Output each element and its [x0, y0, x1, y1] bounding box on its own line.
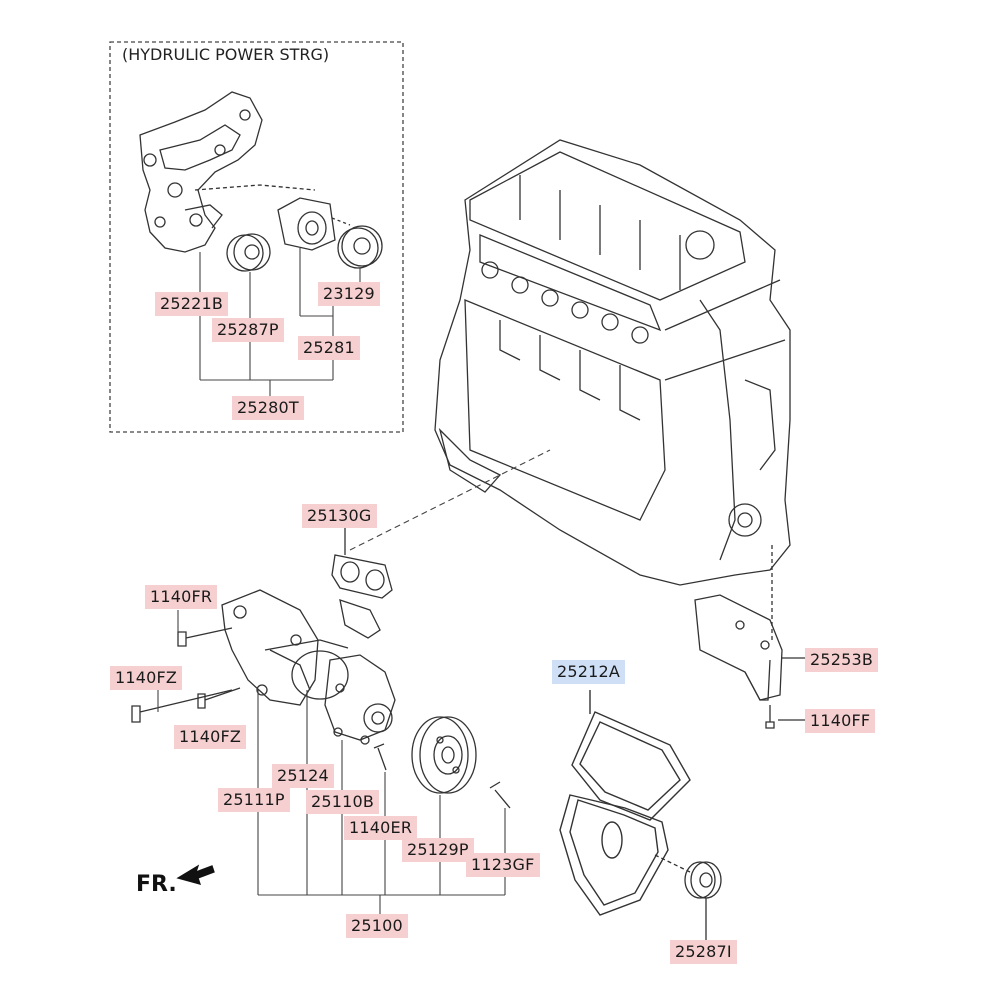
part-label-25253B[interactable]: 25253B	[805, 648, 879, 672]
inset-box	[109, 41, 404, 433]
part-label-25287P[interactable]: 25287P	[212, 318, 284, 342]
idler-pulley	[654, 854, 722, 940]
part-label-1123GF[interactable]: 1123GF	[466, 853, 540, 877]
part-label-25281[interactable]: 25281	[298, 336, 360, 360]
part-label-1140ER[interactable]: 1140ER	[344, 816, 418, 840]
water-pump-body	[221, 589, 396, 745]
part-label-25287I[interactable]: 25287I	[670, 940, 737, 964]
gasket	[331, 528, 393, 639]
inset-caption: (HYDRULIC POWER STRG)	[118, 45, 334, 64]
part-label-1140FZ-upper[interactable]: 1140FZ	[110, 666, 183, 690]
part-label-25212A[interactable]: 25212A	[552, 660, 626, 684]
water-pump-pulley	[411, 716, 477, 794]
engine-mount-bracket	[694, 545, 805, 729]
front-direction-label: FR.	[136, 872, 177, 897]
front-arrow-icon	[176, 864, 215, 885]
tensioner-assembly	[277, 197, 383, 269]
part-label-25110B[interactable]: 25110B	[306, 790, 380, 814]
part-label-25130G[interactable]: 25130G	[302, 504, 377, 528]
idler-pulley-inset	[226, 233, 271, 272]
part-label-25280T[interactable]: 25280T	[232, 396, 304, 420]
part-label-23129[interactable]: 23129	[318, 282, 380, 306]
part-label-1140FZ-lower[interactable]: 1140FZ	[174, 725, 247, 749]
part-label-25124[interactable]: 25124	[272, 764, 334, 788]
part-label-25221B[interactable]: 25221B	[155, 292, 229, 316]
part-label-1140FF[interactable]: 1140FF	[805, 709, 876, 733]
part-label-25111P[interactable]: 25111P	[218, 788, 290, 812]
ps-bracket	[139, 91, 316, 253]
part-label-1140FR[interactable]: 1140FR	[145, 585, 218, 609]
drive-belt	[559, 690, 691, 916]
engine-block	[434, 139, 791, 586]
part-label-25100[interactable]: 25100	[346, 914, 408, 938]
part-label-25129P[interactable]: 25129P	[402, 838, 474, 862]
bolts	[131, 627, 511, 809]
